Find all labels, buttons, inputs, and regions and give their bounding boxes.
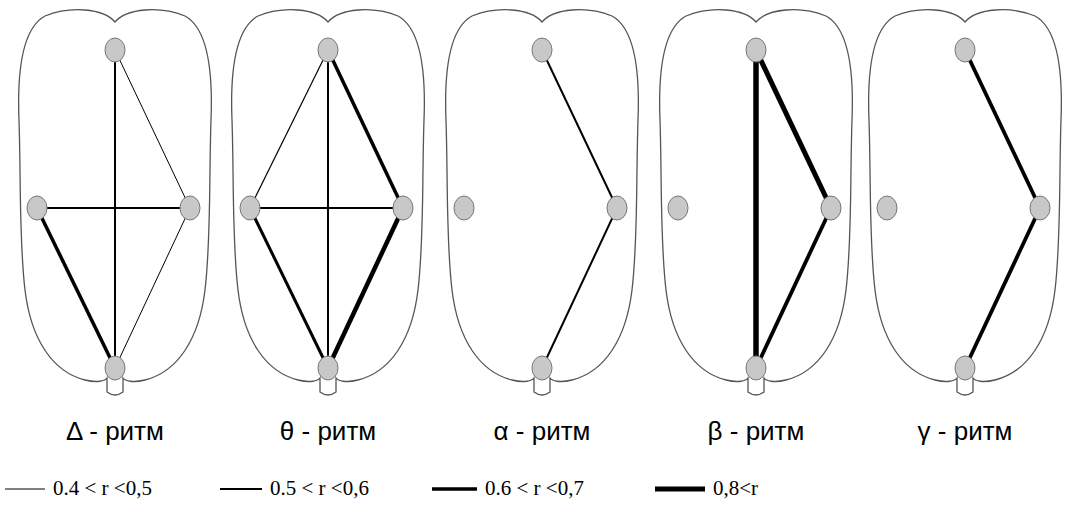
brain-contour [660,10,853,395]
coherence-line [756,50,831,208]
brain-shape [228,0,428,410]
electrode [532,356,552,380]
electrode [105,38,125,62]
electrode [955,356,975,380]
coherence-map [454,38,627,380]
electrode [607,196,627,220]
coherence-map [668,38,841,380]
coherence-line [328,50,403,208]
brain-outline: γ - ритм [865,0,1065,460]
coherence-line [965,208,1040,368]
brain-contour [869,10,1062,395]
coherence-line [250,50,328,208]
legend-text: 0.5 < r <0,6 [270,476,369,501]
legend-item: 0,8<r [655,476,758,501]
legend-line [5,488,45,489]
coherence-map [240,38,413,380]
coherence-map [27,38,200,380]
legend-line [432,487,477,491]
rhythm-label: Δ - ритм [15,416,215,446]
rhythm-label: α - ритм [442,416,642,446]
brain-contour [446,10,639,395]
coherence-line [542,208,617,368]
coherence-line [542,50,617,208]
coherence-line [250,207,403,209]
legend-line-sample [655,479,705,499]
electrode [240,196,260,220]
electrode [746,356,766,380]
brain-outline: Δ - ритм [15,0,215,460]
rhythm-label: β - ритм [656,416,856,446]
electrode [955,38,975,62]
rhythm-label: γ - ритм [865,416,1065,446]
electrode [746,38,766,62]
coherence-line [756,208,831,368]
electrode [821,196,841,220]
electrode [27,196,47,220]
electrode [454,196,474,220]
legend-line [220,488,262,490]
brain-outline: α - ритм [442,0,642,460]
legend-line-sample [5,479,45,499]
coherence-line [965,50,1040,208]
legend-item: 0.6 < r <0,7 [432,476,584,501]
brain-outline: θ - ритм [228,0,428,460]
brain-contour [232,10,425,395]
electrode [1030,196,1050,220]
coherence-line [250,208,328,368]
legend-text: 0.6 < r <0,7 [485,476,584,501]
coherence-line [115,208,190,368]
coherence-line [37,208,115,368]
rhythm-label: θ - ритм [228,416,428,446]
electrode [318,356,338,380]
electrode [180,196,200,220]
electrode [877,196,897,220]
brain-shape [15,0,215,410]
coherence-line [753,50,759,368]
electrode [105,356,125,380]
legend-text: 0,8<r [713,476,758,501]
electrode [668,196,688,220]
coherence-line [328,208,403,368]
brain-outline: β - ритм [656,0,856,460]
electrode [532,38,552,62]
legend-line-sample [220,479,262,499]
brain-contour [19,10,212,395]
electrode [393,196,413,220]
legend-text: 0.4 < r <0,5 [53,476,152,501]
coherence-map [877,38,1050,380]
coherence-line [37,207,190,209]
legend-line-sample [432,479,477,499]
brain-shape [656,0,856,410]
legend-item: 0.4 < r <0,5 [5,476,152,501]
electrode [318,38,338,62]
brain-shape [865,0,1065,410]
legend-line [655,486,705,491]
brain-shape [442,0,642,410]
coherence-line [115,50,190,208]
legend-item: 0.5 < r <0,6 [220,476,369,501]
